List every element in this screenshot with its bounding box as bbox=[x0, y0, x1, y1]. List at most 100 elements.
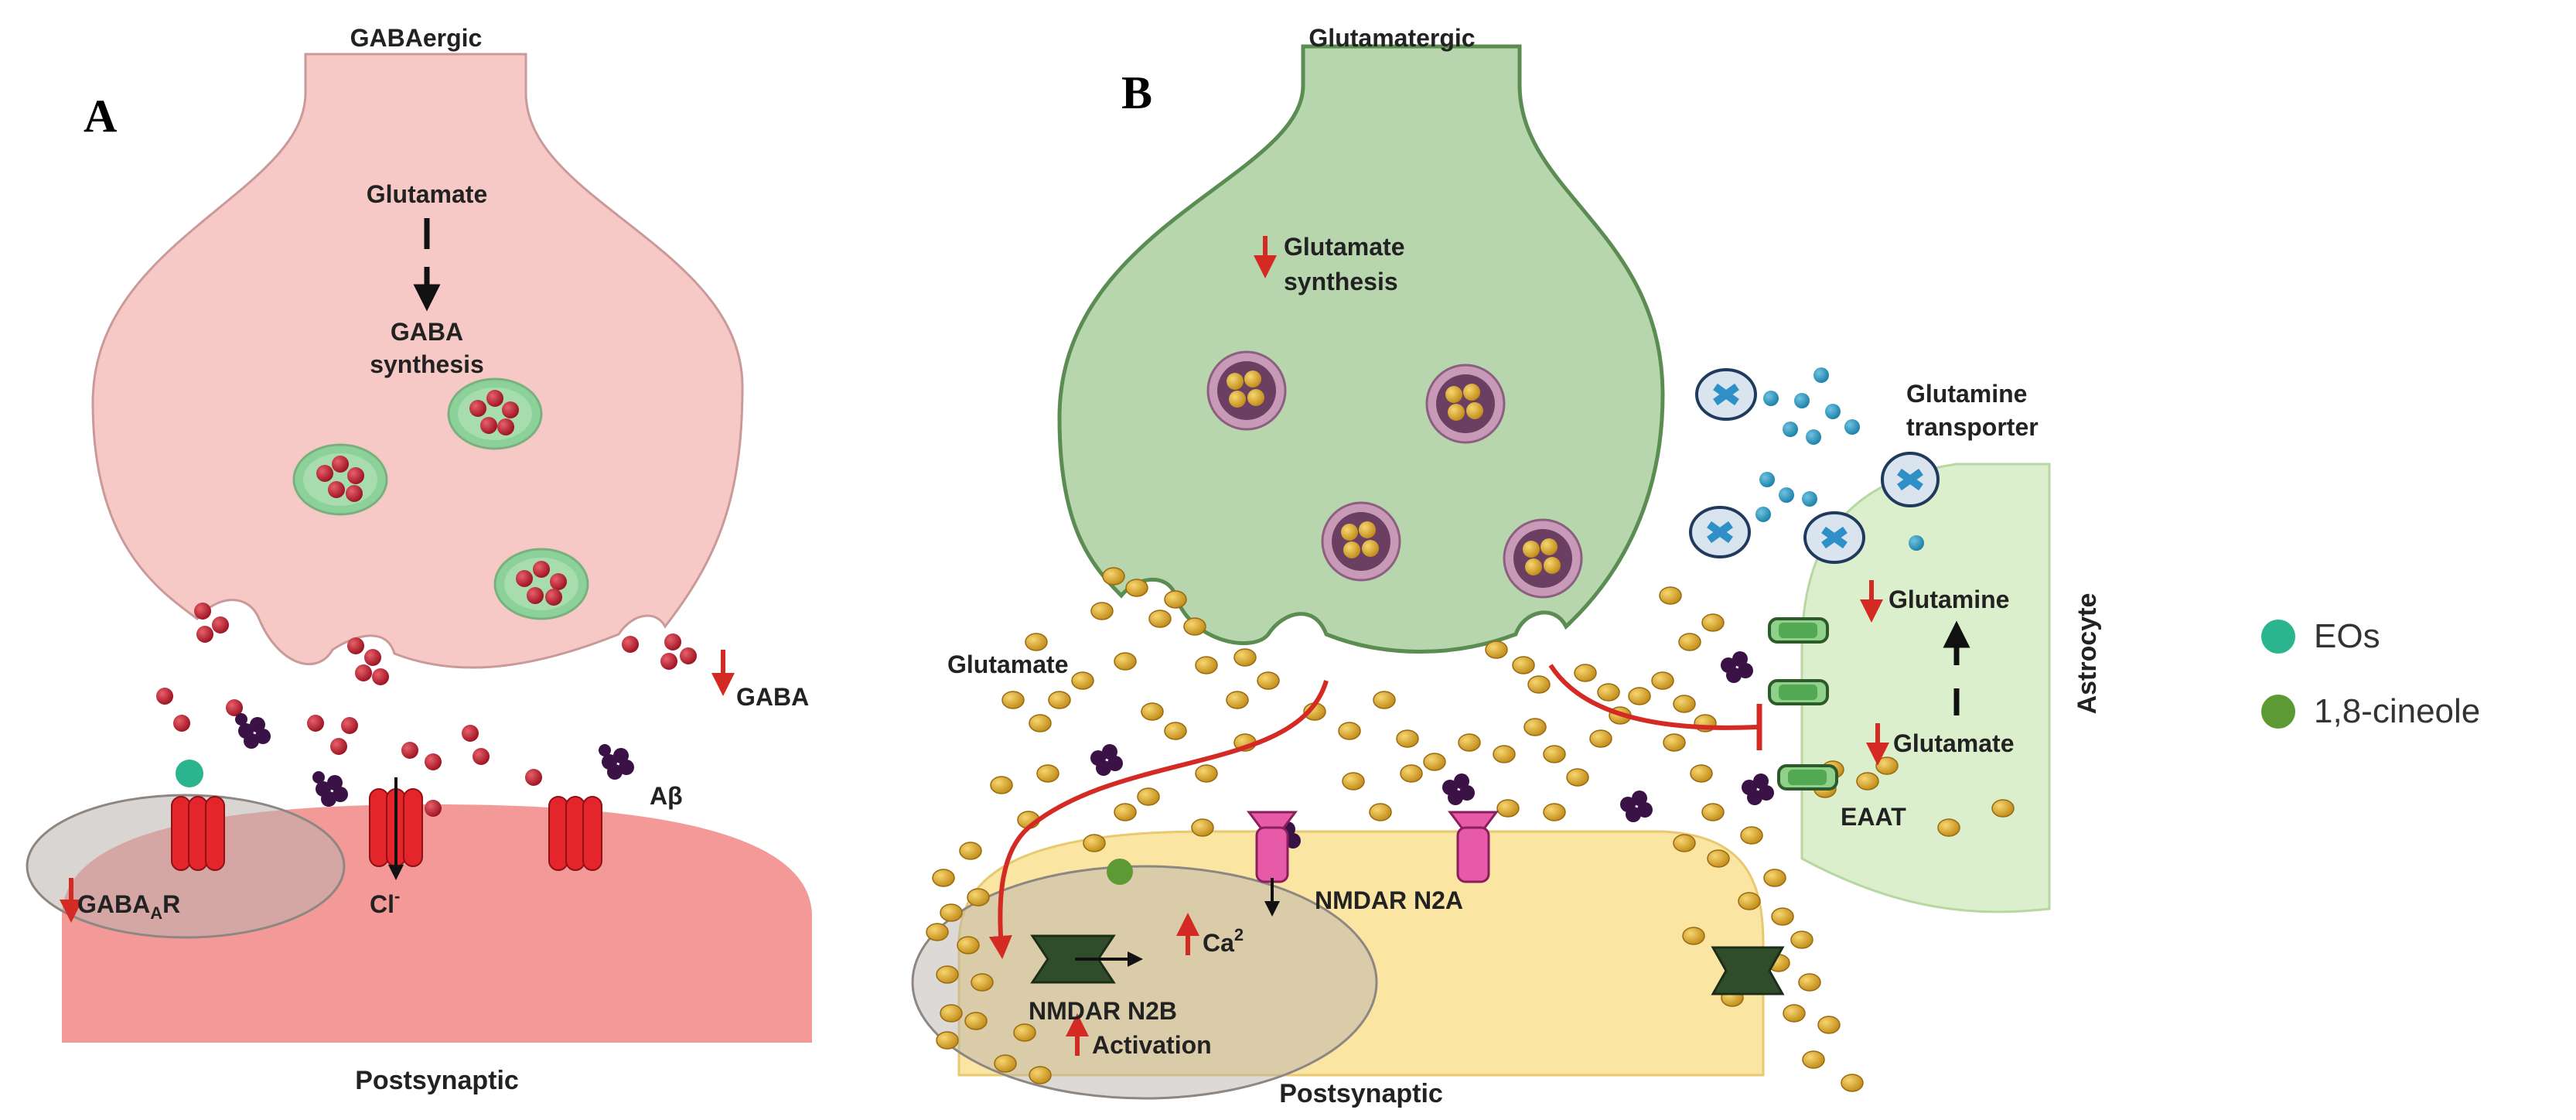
gaba-synthesis-label-1: GABA bbox=[391, 318, 463, 346]
amyloid-beta bbox=[599, 744, 634, 780]
glutamate-molecule bbox=[1148, 610, 1172, 628]
glutamate-molecule bbox=[1790, 930, 1813, 949]
glutamate-molecule bbox=[1493, 745, 1516, 763]
calcium-label: Ca2 bbox=[1203, 925, 1244, 957]
glutamine-transporter bbox=[1689, 506, 1751, 558]
legend-cineole-swatch bbox=[2261, 695, 2295, 729]
glutamate-molecule bbox=[1628, 687, 1651, 705]
glutamate-molecule bbox=[1841, 1074, 1864, 1092]
gaba-synthesis-label-2: synthesis bbox=[370, 350, 484, 378]
glutamate-molecule bbox=[936, 965, 959, 984]
glutamate-molecule bbox=[1048, 691, 1071, 709]
glutamate-molecule bbox=[1597, 683, 1620, 702]
glutamate-synthesis-label-2: synthesis bbox=[1284, 268, 1398, 295]
legend-eos-swatch bbox=[2261, 620, 2295, 654]
glutamate-molecule bbox=[1701, 803, 1725, 821]
cineole-molecule bbox=[1107, 859, 1133, 885]
gaba-molecules bbox=[156, 603, 697, 817]
glutamate-molecule bbox=[1125, 579, 1148, 597]
glutamate-molecule bbox=[1458, 733, 1481, 752]
glutamate-molecule bbox=[1566, 768, 1589, 787]
gaba-vesicle bbox=[292, 443, 388, 516]
glutamate-molecule bbox=[1937, 818, 1960, 837]
legend: EOs 1,8-cineole bbox=[2261, 617, 2480, 730]
gaba-vesicle bbox=[447, 377, 543, 450]
gabaa-receptor bbox=[548, 796, 602, 871]
eos-molecule bbox=[176, 760, 203, 787]
glutamate-molecule bbox=[1257, 671, 1280, 690]
chloride-label: Cl- bbox=[370, 886, 400, 918]
glutamate-molecule bbox=[1783, 1004, 1806, 1023]
abeta-label: Aβ bbox=[650, 782, 683, 810]
glutamate-molecule bbox=[957, 936, 980, 954]
glutamate-molecule bbox=[1090, 602, 1114, 620]
amyloid-beta bbox=[1742, 773, 1774, 805]
glutamate-molecule bbox=[1543, 803, 1566, 821]
glutamate-label-a: Glutamate bbox=[367, 180, 487, 208]
astrocyte bbox=[1800, 463, 2051, 913]
glutamate-molecule bbox=[1400, 764, 1423, 783]
glutamate-molecule bbox=[1798, 973, 1821, 992]
postsynaptic-label-b: Postsynaptic bbox=[1279, 1079, 1443, 1108]
glutamate-molecule bbox=[1338, 722, 1361, 740]
nmdar-n2b-receptor bbox=[1711, 946, 1785, 995]
release-arrow bbox=[988, 680, 1329, 959]
glutamate-molecule bbox=[1673, 834, 1696, 852]
gabaar-label: GABAAR bbox=[77, 890, 180, 923]
glutamate-molecule bbox=[1369, 803, 1392, 821]
glutamate-molecule bbox=[1191, 818, 1214, 837]
glutamate-molecule bbox=[1029, 714, 1052, 732]
glutamatergic-title: Glutamatergic bbox=[1308, 24, 1475, 52]
glutamate-molecule bbox=[1771, 907, 1794, 926]
glutamate-molecule bbox=[1114, 652, 1137, 671]
glutamate-molecule bbox=[1029, 1066, 1052, 1084]
activation-label: Activation bbox=[1092, 1031, 1212, 1059]
glutamate-molecule bbox=[1651, 671, 1674, 690]
glutamate-molecule bbox=[1373, 691, 1396, 709]
glutamate-molecule bbox=[1485, 640, 1508, 659]
astrocyte-label: Astrocyte bbox=[2073, 593, 2102, 715]
glutamate-molecule bbox=[1164, 722, 1187, 740]
amyloid-beta bbox=[235, 713, 271, 749]
presynaptic-terminal-b bbox=[1057, 44, 1665, 654]
glutamate-molecules bbox=[926, 567, 2015, 1092]
glutamate-molecule bbox=[1875, 756, 1899, 775]
glutamate-molecule bbox=[1183, 617, 1206, 636]
glutamate-molecule bbox=[1013, 1023, 1036, 1042]
legend-eos-label: EOs bbox=[2314, 617, 2380, 655]
eaat-transporter bbox=[1768, 679, 1829, 705]
glutamate-molecule bbox=[1396, 729, 1419, 748]
glutamate-molecule bbox=[1527, 675, 1551, 694]
glutamine-transporter-label-2: transporter bbox=[1906, 413, 2039, 441]
amyloid-beta bbox=[1721, 651, 1753, 683]
glutamate-molecule bbox=[1678, 633, 1701, 651]
glutamate-molecule bbox=[936, 1031, 959, 1050]
glutamate-molecule bbox=[1659, 586, 1682, 605]
glutamate-molecule bbox=[1195, 656, 1218, 674]
glutamate-molecule bbox=[1137, 787, 1160, 806]
amyloid-beta bbox=[1090, 744, 1123, 776]
glutamate-molecule bbox=[1233, 648, 1257, 667]
glutamate-molecule bbox=[959, 842, 982, 860]
glutamate-cleft-label: Glutamate bbox=[947, 650, 1068, 678]
panel-a-letter: A bbox=[84, 90, 117, 142]
panel-b: B Glutamatergic Glutamate synthesis Glut… bbox=[911, 24, 2102, 1108]
glutamate-molecule bbox=[1423, 753, 1446, 771]
nmdar-n2a-label: NMDAR N2A bbox=[1315, 886, 1463, 914]
glutamate-molecule bbox=[1763, 869, 1786, 887]
glutamine-molecules bbox=[1755, 367, 1924, 551]
glutamate-molecule bbox=[940, 1004, 963, 1023]
glutamine-transporter bbox=[1881, 452, 1940, 507]
glutamate-molecule bbox=[1991, 799, 2015, 818]
glutamate-molecule bbox=[1856, 772, 1879, 790]
legend-cineole-label: 1,8-cineole bbox=[2314, 692, 2480, 730]
glutamate-molecule bbox=[1707, 849, 1730, 868]
presynaptic-terminal-a bbox=[91, 53, 744, 669]
glutamate-molecule bbox=[1740, 826, 1763, 845]
gabaergic-title: GABAergic bbox=[350, 24, 483, 52]
glutamate-molecule bbox=[1102, 567, 1125, 586]
glutamate-molecule bbox=[1682, 927, 1705, 945]
glutamate-molecule bbox=[971, 973, 994, 992]
glutamate-molecule bbox=[1802, 1050, 1825, 1069]
